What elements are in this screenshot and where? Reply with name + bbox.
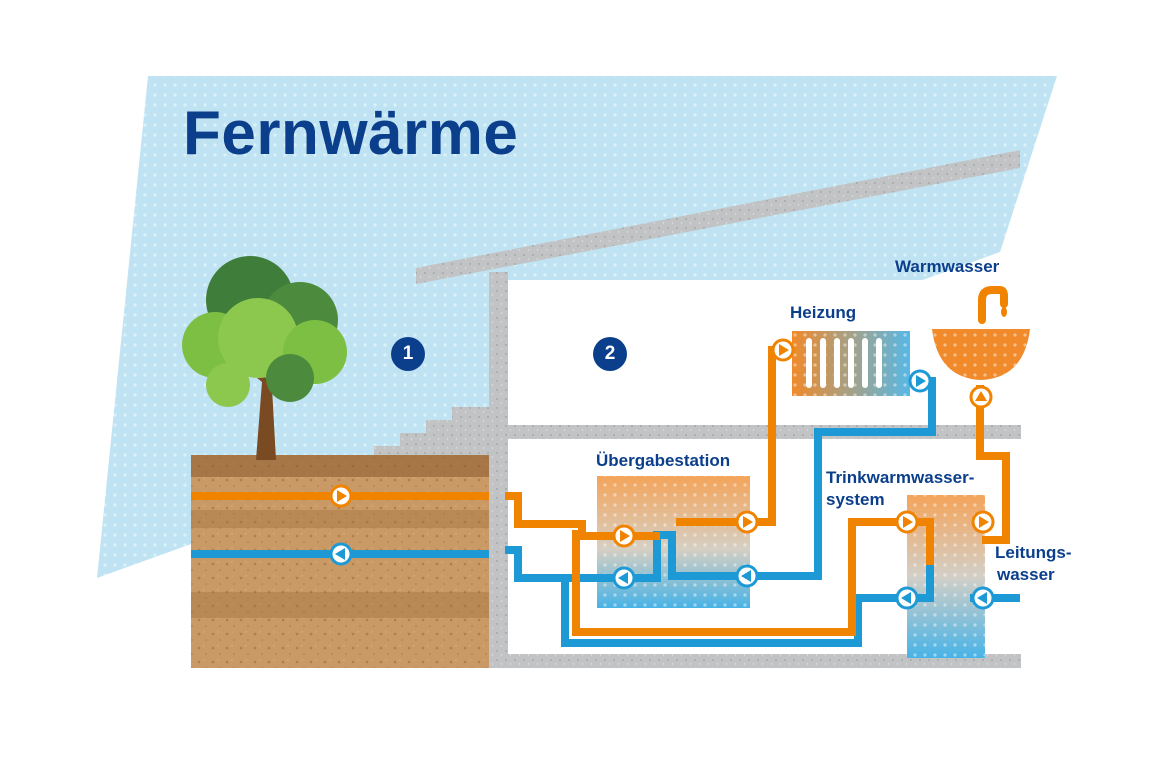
roof-slab <box>416 150 1020 284</box>
label-trinkwarmwasser-line2: system <box>826 490 885 509</box>
flow-arrow-icon <box>329 542 353 566</box>
basement-floor-slab <box>505 654 1021 668</box>
flow-markers <box>329 338 995 610</box>
marker-1-badge: 1 <box>391 337 425 371</box>
flow-arrow-icon <box>895 586 919 610</box>
tree-icon <box>182 256 347 460</box>
house-wall <box>489 272 508 668</box>
flow-arrow-icon <box>329 484 353 508</box>
flow-arrow-icon <box>971 586 995 610</box>
flow-arrow-icon <box>612 566 636 590</box>
marker-2-badge: 2 <box>593 337 627 371</box>
flow-arrow-icon <box>735 510 759 534</box>
label-uebergabestation: Übergabestation <box>596 451 731 470</box>
soil-top-layer <box>191 455 489 477</box>
flow-arrow-icon <box>895 510 919 534</box>
soil-layer-band <box>191 592 489 618</box>
label-leitungswasser-line2: wasser <box>997 565 1055 584</box>
radiator-icon <box>792 331 910 396</box>
upper-floor-slab <box>505 425 1021 439</box>
flow-arrow-icon <box>735 564 759 588</box>
flow-arrow-icon <box>969 385 993 409</box>
label-leitungswasser-line1: Leitungs- <box>995 543 1072 562</box>
flow-arrow-icon <box>771 338 795 362</box>
label-trinkwarmwasser-line1: Trinkwarmwasser- <box>826 468 975 487</box>
flow-arrow-icon <box>908 369 932 393</box>
soil-layer-band <box>191 510 489 528</box>
page-title: Fernwärme <box>183 99 519 168</box>
sink-faucet-icon <box>932 286 1030 380</box>
stairs <box>374 407 489 455</box>
label-warmwasser: Warmwasser <box>895 257 1000 276</box>
flow-arrow-icon <box>612 524 636 548</box>
label-heizung: Heizung <box>790 303 857 322</box>
flow-arrow-icon <box>971 510 995 534</box>
